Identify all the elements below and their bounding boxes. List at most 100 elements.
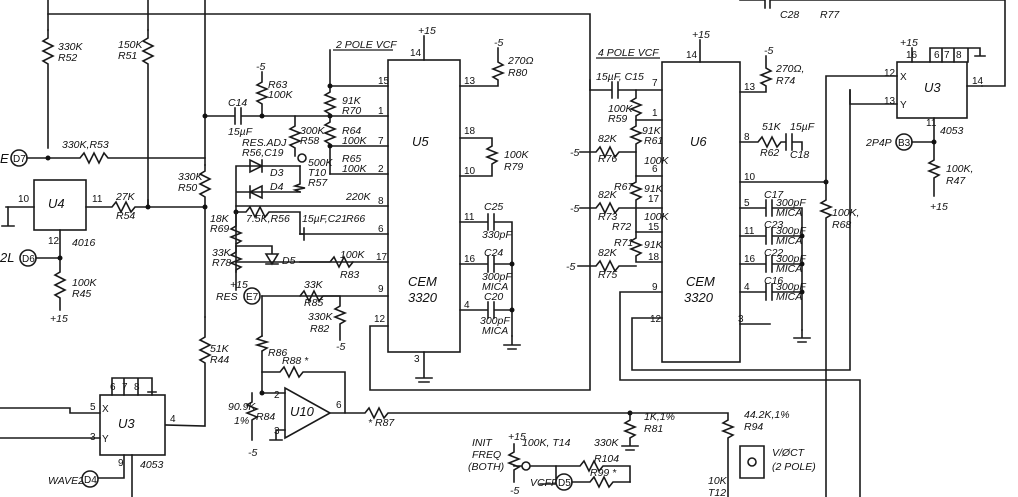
- r94-ref: R94: [744, 421, 763, 433]
- u3-bottom-part: 4053: [140, 459, 164, 471]
- r70-value: 91K: [342, 95, 362, 107]
- v-oct-2: (2 POLE): [772, 461, 816, 473]
- resistor-r69: [228, 211, 244, 246]
- u3b-pin5: 5: [90, 402, 96, 413]
- resistor-r68: [739, 181, 834, 497]
- t10-ref: T10: [308, 167, 326, 179]
- resistor-r80: [459, 47, 506, 87]
- resistor-r62-capacitor-c18: [739, 133, 803, 151]
- r66-value: 220K: [345, 191, 372, 203]
- u5-pin17: 17: [376, 252, 388, 263]
- u3t-y: Y: [900, 100, 907, 111]
- r74-value: 270Ω,: [775, 63, 804, 75]
- t14-minus: -5: [510, 485, 519, 497]
- u5-pin16: 16: [464, 254, 476, 265]
- r85-value: 33K: [304, 279, 324, 291]
- r82-supply: -5: [336, 341, 345, 353]
- c23-ref: C23: [764, 219, 783, 231]
- c23-type: MICA: [776, 235, 802, 247]
- u10-ref: U10: [290, 404, 315, 419]
- u3b-x: X: [102, 404, 109, 415]
- r76-supply: -5: [570, 147, 579, 159]
- r69-value: 18K: [210, 213, 230, 225]
- d5-label: D5: [282, 255, 296, 267]
- r64-value: 100K: [342, 135, 368, 147]
- r86-ref: R86: [268, 347, 287, 359]
- resistor-r47: [911, 117, 942, 197]
- wire: [619, 291, 861, 497]
- c17-value: 300pF: [776, 197, 806, 209]
- ic-u3-top: [896, 61, 968, 119]
- u6-pin6: 6: [652, 164, 658, 175]
- e7-supply: +15: [230, 279, 248, 291]
- r75-supply: -5: [566, 261, 575, 273]
- r78-value: 33K: [212, 247, 232, 259]
- capacitor-c16: [739, 283, 803, 301]
- resistor-r76: [579, 145, 637, 159]
- u6-pin16: 16: [744, 254, 756, 265]
- resistor-r57: [292, 165, 306, 194]
- wire: [97, 454, 125, 479]
- r76-ref: R76: [598, 153, 617, 165]
- u6-ref: U6: [690, 134, 707, 149]
- u5-pin8: 8: [378, 196, 384, 207]
- c17-ref: C17: [764, 189, 784, 201]
- ground-symbol: [793, 329, 811, 343]
- c18-ref: C18: [790, 149, 809, 161]
- u6-part-2: 3320: [684, 290, 714, 305]
- b3-label: 2P4P: [865, 137, 892, 149]
- r63-value: 100K: [268, 89, 294, 101]
- r104-value: 330K: [594, 437, 620, 449]
- r68-ref: R68: [832, 219, 851, 231]
- u3t-pin7: 7: [944, 50, 950, 61]
- wire: [739, 0, 1006, 87]
- r62-ref: R62: [760, 147, 779, 159]
- r80-value: 270Ω: [507, 55, 534, 67]
- u6-pin17: 17: [648, 194, 660, 205]
- r71-ref: R71: [614, 237, 633, 249]
- c22-ref: C22: [764, 247, 783, 259]
- u3-top-supply: +15: [900, 37, 918, 49]
- vcfp-label: VCFP: [530, 477, 558, 489]
- r54-value: 27K: [115, 191, 136, 203]
- u5-pin4: 4: [464, 300, 470, 311]
- resistor-r87: [329, 406, 631, 420]
- u6-part-1: CEM: [686, 274, 715, 289]
- r73-ref: R73: [598, 211, 617, 223]
- pot-t14: [506, 443, 522, 483]
- ground-symbol: [1, 206, 15, 227]
- resistor-r74: [739, 55, 774, 93]
- resistor-r56: [235, 205, 301, 235]
- u6-pin14: 14: [686, 50, 698, 61]
- resistor-r88: [261, 365, 346, 414]
- r64-ref: R64: [342, 125, 361, 137]
- r63-supply: -5: [256, 61, 265, 73]
- c15-label: 15µF, C15: [596, 71, 644, 83]
- ic-u5: [387, 59, 461, 353]
- c24-type: MICA: [482, 281, 508, 293]
- r84-ref: R84: [256, 411, 275, 423]
- u3b-supply-pins: [111, 377, 157, 396]
- u6-pin8: 8: [744, 132, 750, 143]
- c14-ref: C14: [228, 97, 247, 109]
- resistor-r51: [141, 29, 155, 205]
- resistor-r59: [628, 89, 663, 121]
- ic-u6: [661, 61, 741, 363]
- resistor-r50: [198, 164, 212, 318]
- left-e-label: E: [0, 151, 9, 166]
- r82-ref: R82: [310, 323, 329, 335]
- c17-type: MICA: [776, 207, 802, 219]
- v-oct-1: V/ØCT: [772, 447, 806, 459]
- r45-value: 100K: [72, 277, 98, 289]
- u5-pin14: 14: [410, 48, 422, 59]
- u10-pin6: 6: [336, 400, 342, 411]
- u4-pin10: 10: [18, 194, 30, 205]
- r59-ref: R59: [608, 113, 627, 125]
- c25-ref: C25: [484, 201, 503, 213]
- u5-pin15: 15: [378, 76, 390, 87]
- resistor-r99: [571, 475, 631, 489]
- r53-label: 330K,R53: [62, 139, 109, 151]
- u6-pin3: 3: [738, 314, 744, 325]
- resistor-r104: [555, 459, 631, 483]
